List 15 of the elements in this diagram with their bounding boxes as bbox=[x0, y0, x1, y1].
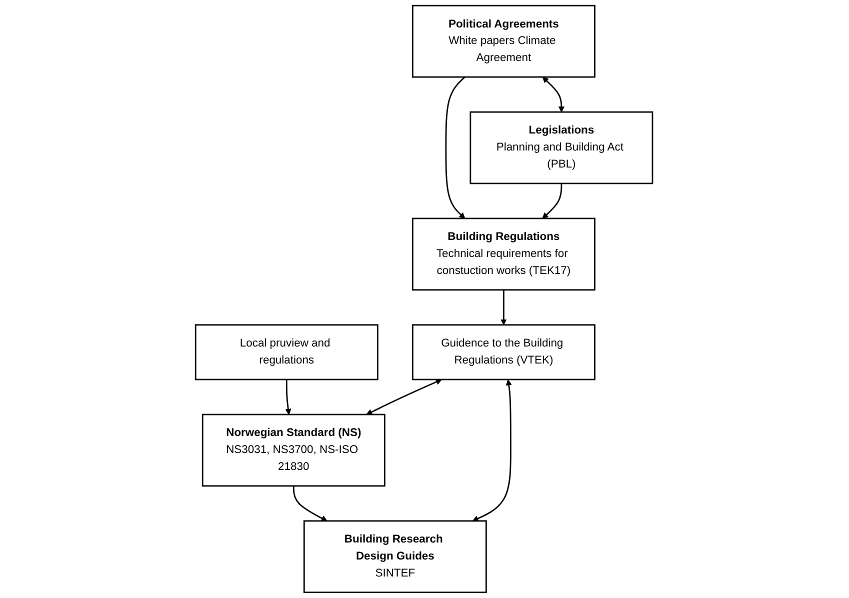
arrow bbox=[472, 380, 512, 522]
node-box: Guidence to the Building Regulations (VTEK) bbox=[412, 324, 596, 380]
node-box: Building Regulations Technical requirements for constuction works (TEK17) bbox=[412, 218, 596, 291]
arrow bbox=[542, 183, 563, 219]
node-box: Legislations Planning and Building Act (PBL) bbox=[470, 111, 654, 184]
node-box: Norwegian Standard (NS) NS3031, NS3700, NS-ISO 21830 bbox=[202, 414, 386, 487]
arrow bbox=[293, 486, 328, 522]
node-box: Building Research Design Guides SINTEF bbox=[304, 520, 488, 594]
arrow bbox=[501, 290, 508, 326]
node-box: Political Agreements White papers Climate Agreement bbox=[412, 4, 596, 78]
arrow bbox=[446, 76, 466, 219]
arrow bbox=[286, 380, 292, 415]
arrow bbox=[366, 379, 442, 415]
arrow bbox=[542, 76, 565, 112]
node-box: Local pruview and regulations bbox=[195, 324, 379, 380]
